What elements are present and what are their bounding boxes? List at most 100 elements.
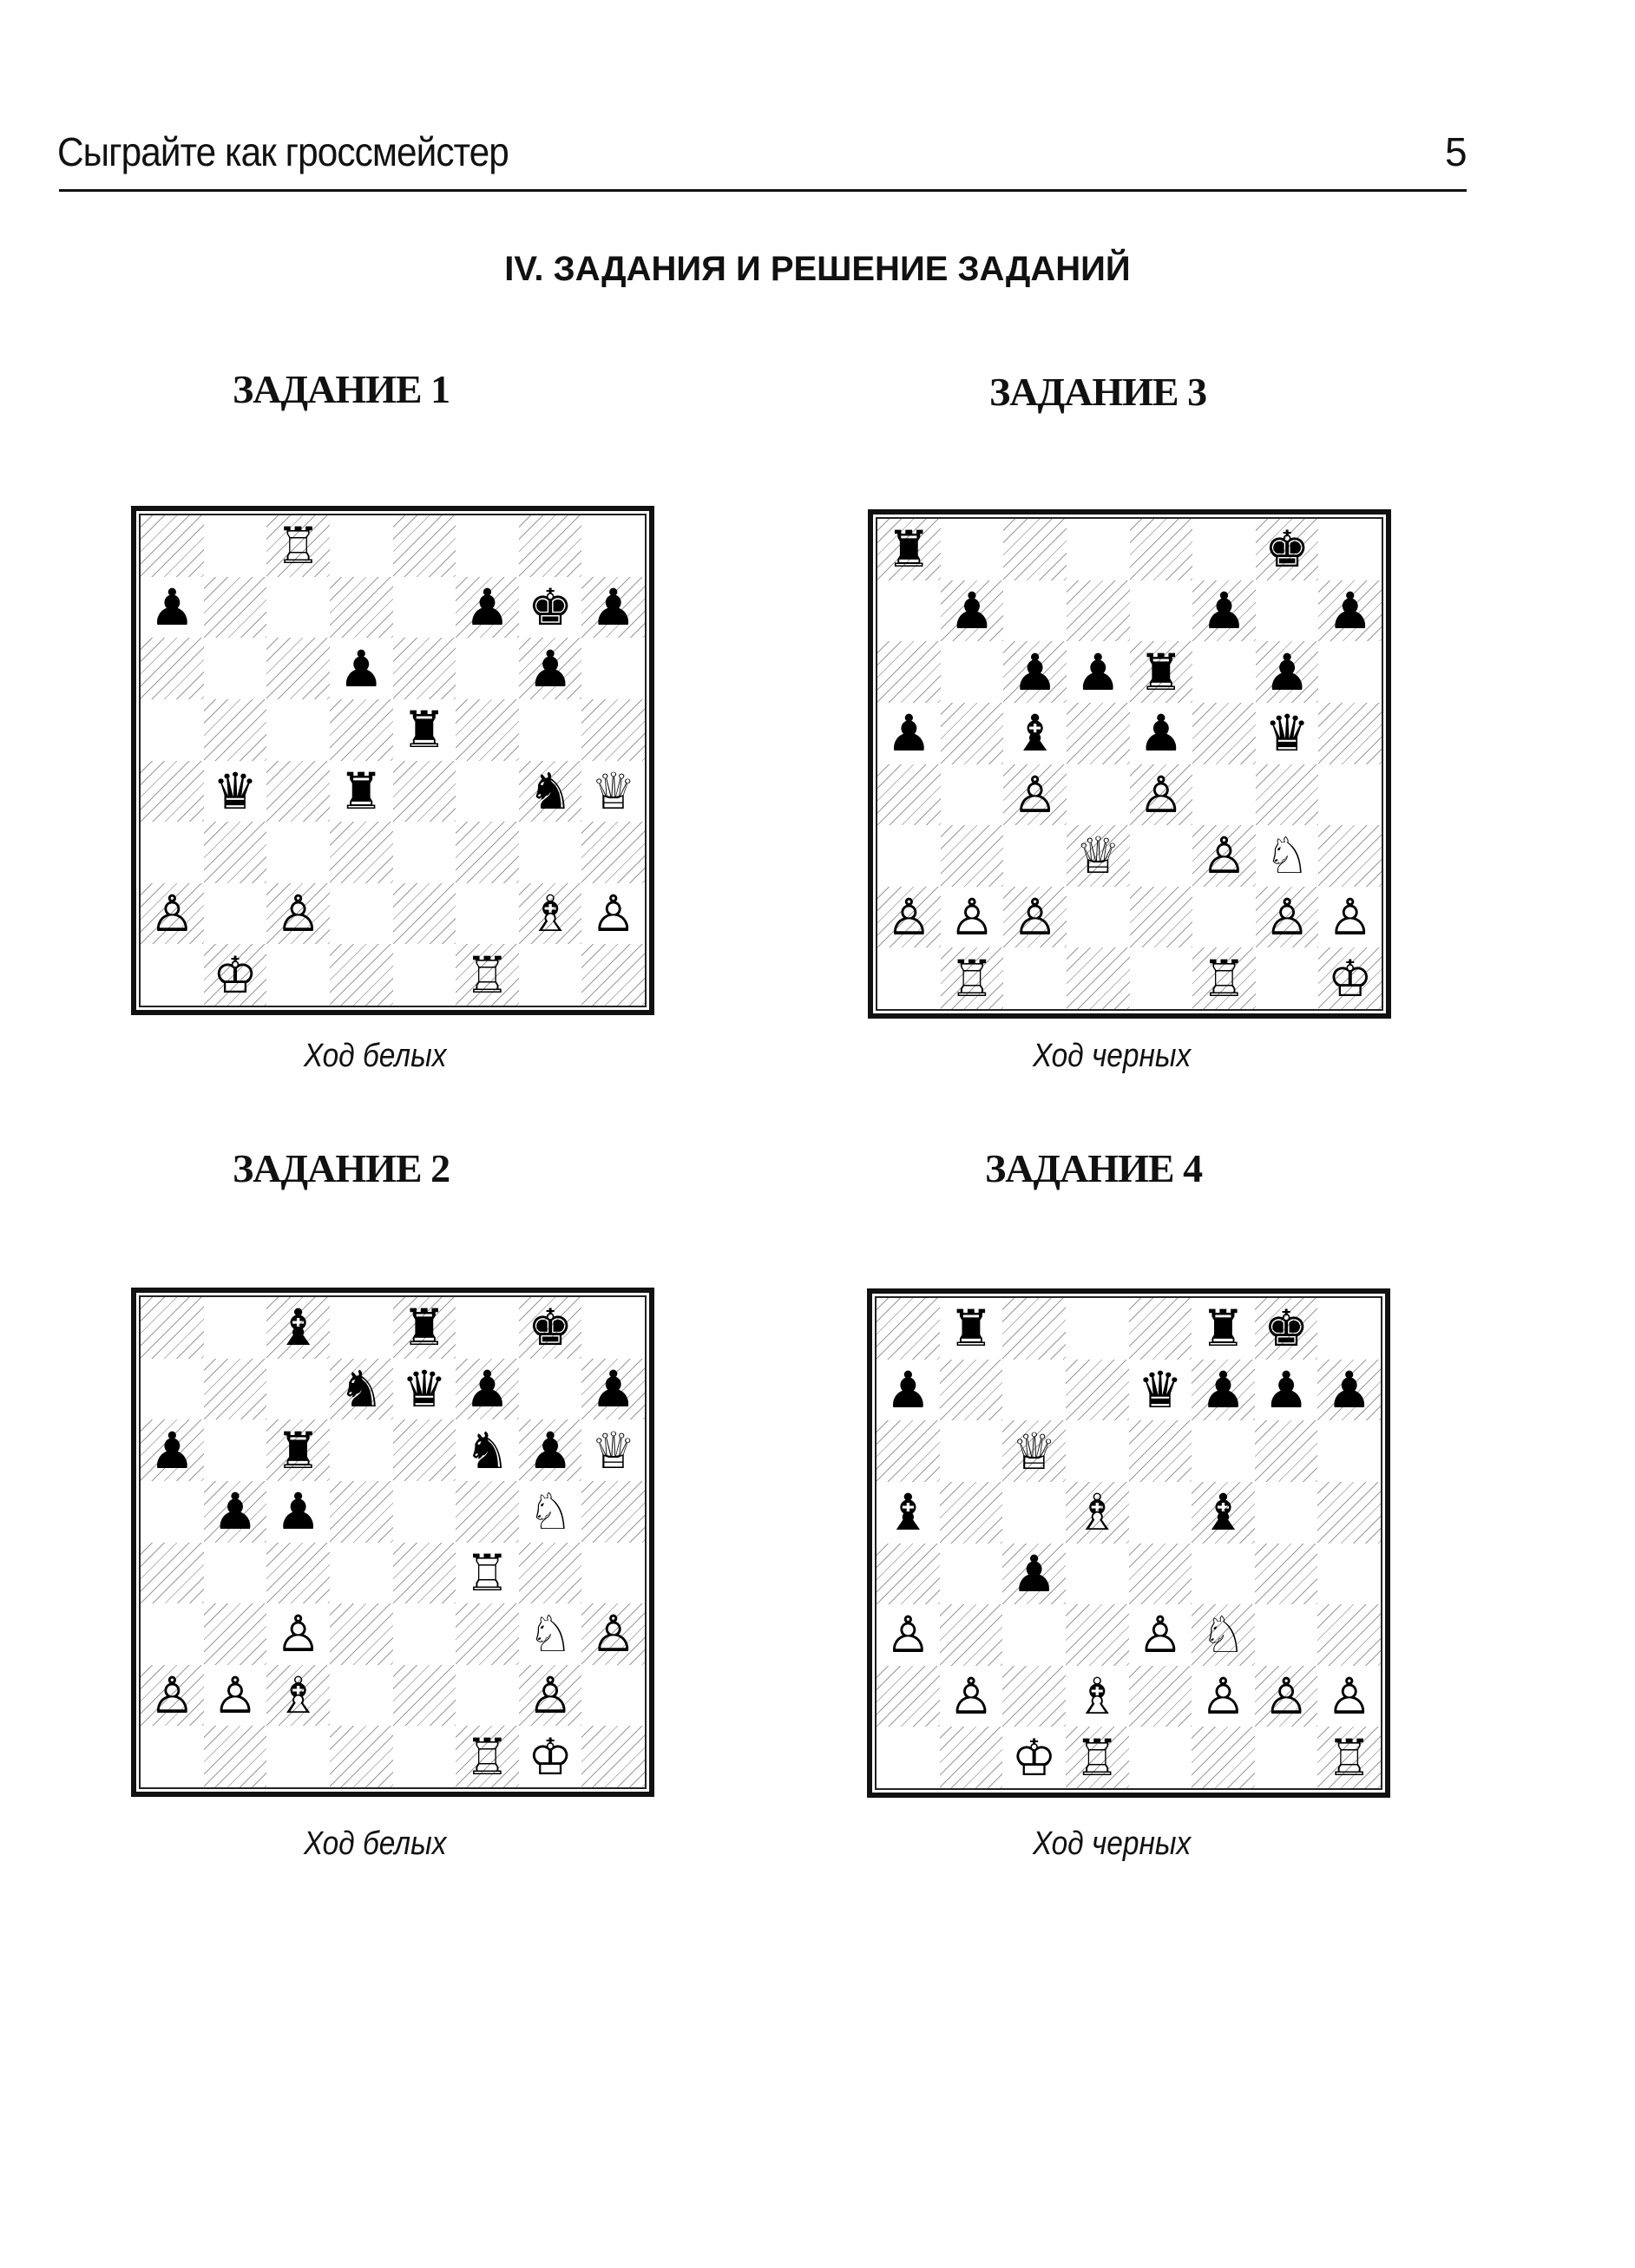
square-b3 bbox=[203, 822, 267, 883]
white-pawn-icon: ♙ bbox=[1012, 888, 1058, 947]
black-pawn-icon: ♟ bbox=[212, 1482, 258, 1542]
square-b7: ♟ bbox=[940, 580, 1004, 642]
section-title: IV. ЗАДАНИЯ И РЕШЕНИЕ ЗАДАНИЙ bbox=[504, 250, 1131, 288]
white-pawn-icon: ♙ bbox=[212, 1666, 258, 1726]
square-a8 bbox=[141, 1297, 204, 1359]
square-a4 bbox=[141, 760, 204, 823]
black-queen-icon: ♛ bbox=[1264, 704, 1310, 764]
square-c6: ♜ bbox=[266, 1419, 330, 1481]
square-f7: ♟ bbox=[456, 576, 519, 639]
square-f3: ♘ bbox=[1192, 1604, 1255, 1666]
square-a1 bbox=[141, 1726, 204, 1787]
black-pawn-icon: ♟ bbox=[1264, 1360, 1310, 1419]
square-g8 bbox=[518, 515, 582, 577]
square-e2 bbox=[1128, 1665, 1192, 1727]
square-h1 bbox=[581, 1726, 645, 1787]
white-rook-icon: ♖ bbox=[275, 516, 321, 576]
square-g1 bbox=[519, 944, 582, 1006]
square-c7 bbox=[1003, 580, 1067, 642]
square-e2 bbox=[392, 1664, 456, 1727]
square-h6 bbox=[581, 638, 645, 699]
square-d5 bbox=[329, 698, 393, 761]
black-pawn-icon: ♟ bbox=[528, 639, 574, 698]
white-pawn-icon: ♙ bbox=[149, 1666, 195, 1726]
square-d2 bbox=[330, 883, 393, 945]
square-a2 bbox=[877, 1665, 940, 1727]
black-pawn-icon: ♟ bbox=[885, 1360, 931, 1419]
square-e5: ♟ bbox=[1130, 703, 1193, 764]
square-d8 bbox=[1067, 519, 1130, 580]
square-e6: ♜ bbox=[1129, 641, 1193, 703]
square-d1 bbox=[1066, 947, 1130, 1009]
square-b4 bbox=[204, 1543, 267, 1604]
square-e4: ♙ bbox=[1129, 764, 1193, 826]
square-f3: ♙ bbox=[1192, 825, 1256, 887]
square-c3: ♙ bbox=[266, 1603, 330, 1665]
white-pawn-icon: ♙ bbox=[885, 1605, 931, 1665]
square-a5 bbox=[141, 699, 204, 761]
square-h2: ♙ bbox=[1317, 1666, 1381, 1727]
square-h4: ♕ bbox=[581, 761, 645, 823]
black-knight-icon: ♞ bbox=[528, 761, 574, 821]
white-pawn-icon: ♙ bbox=[1137, 1605, 1183, 1665]
black-pawn-icon: ♟ bbox=[464, 1359, 510, 1419]
square-b8 bbox=[941, 519, 1004, 580]
square-c5: ♟ bbox=[266, 1481, 330, 1543]
square-f2 bbox=[1192, 887, 1256, 948]
black-pawn-icon: ♟ bbox=[1327, 580, 1373, 640]
square-b8 bbox=[204, 515, 267, 577]
square-e6 bbox=[392, 638, 456, 699]
square-h3: ♙ bbox=[581, 1603, 645, 1665]
square-g7 bbox=[519, 1359, 582, 1420]
square-h3 bbox=[581, 822, 645, 883]
square-a2: ♙ bbox=[141, 882, 204, 945]
square-e5 bbox=[1129, 1482, 1192, 1544]
square-f6 bbox=[1192, 641, 1256, 703]
square-a5: ♟ bbox=[877, 703, 941, 764]
square-f7: ♟ bbox=[456, 1358, 519, 1420]
black-knight-icon: ♞ bbox=[338, 1359, 384, 1419]
square-e1 bbox=[1129, 1727, 1192, 1788]
square-b3 bbox=[940, 825, 1004, 887]
white-rook-icon: ♖ bbox=[464, 1543, 510, 1603]
square-c2: ♙ bbox=[1003, 886, 1067, 948]
square-e5 bbox=[393, 1481, 456, 1543]
square-e8 bbox=[1128, 1298, 1192, 1360]
square-a2: ♙ bbox=[877, 886, 941, 948]
square-e8 bbox=[392, 515, 456, 577]
square-e4 bbox=[1128, 1543, 1192, 1605]
square-a4 bbox=[141, 1542, 204, 1604]
white-queen-icon: ♕ bbox=[590, 761, 636, 821]
square-h5 bbox=[1318, 702, 1382, 764]
square-e7: ♛ bbox=[393, 1359, 456, 1420]
square-c3 bbox=[1003, 825, 1067, 887]
square-c2: ♙ bbox=[266, 882, 330, 945]
white-rook-icon: ♖ bbox=[1201, 948, 1247, 1008]
square-h6 bbox=[1318, 641, 1382, 703]
square-d4: ♜ bbox=[330, 761, 393, 823]
white-pawn-icon: ♙ bbox=[275, 884, 321, 944]
square-c7 bbox=[266, 1359, 330, 1420]
square-f6 bbox=[456, 638, 519, 699]
white-queen-icon: ♕ bbox=[1011, 1421, 1057, 1481]
white-knight-icon: ♘ bbox=[528, 1604, 574, 1664]
square-a8: ♜ bbox=[877, 519, 941, 580]
square-g6: ♟ bbox=[518, 638, 582, 699]
square-e2 bbox=[392, 882, 456, 945]
black-pawn-icon: ♟ bbox=[886, 704, 932, 764]
square-e6 bbox=[1128, 1420, 1192, 1482]
square-c1: ♔ bbox=[1002, 1727, 1066, 1788]
square-g4 bbox=[518, 1542, 582, 1604]
white-king-icon: ♔ bbox=[1327, 948, 1373, 1008]
square-f2: ♙ bbox=[1192, 1666, 1255, 1727]
square-g2: ♙ bbox=[1254, 1665, 1318, 1727]
white-pawn-icon: ♙ bbox=[1264, 888, 1310, 947]
white-pawn-icon: ♙ bbox=[1327, 888, 1373, 947]
square-f7: ♟ bbox=[1192, 1359, 1255, 1421]
black-rook-icon: ♜ bbox=[401, 700, 447, 760]
square-d6: ♟ bbox=[330, 638, 393, 699]
square-f6 bbox=[1192, 1420, 1255, 1482]
square-h1: ♔ bbox=[1318, 947, 1382, 1009]
white-rook-icon: ♖ bbox=[464, 1727, 510, 1786]
square-e7 bbox=[393, 577, 456, 639]
